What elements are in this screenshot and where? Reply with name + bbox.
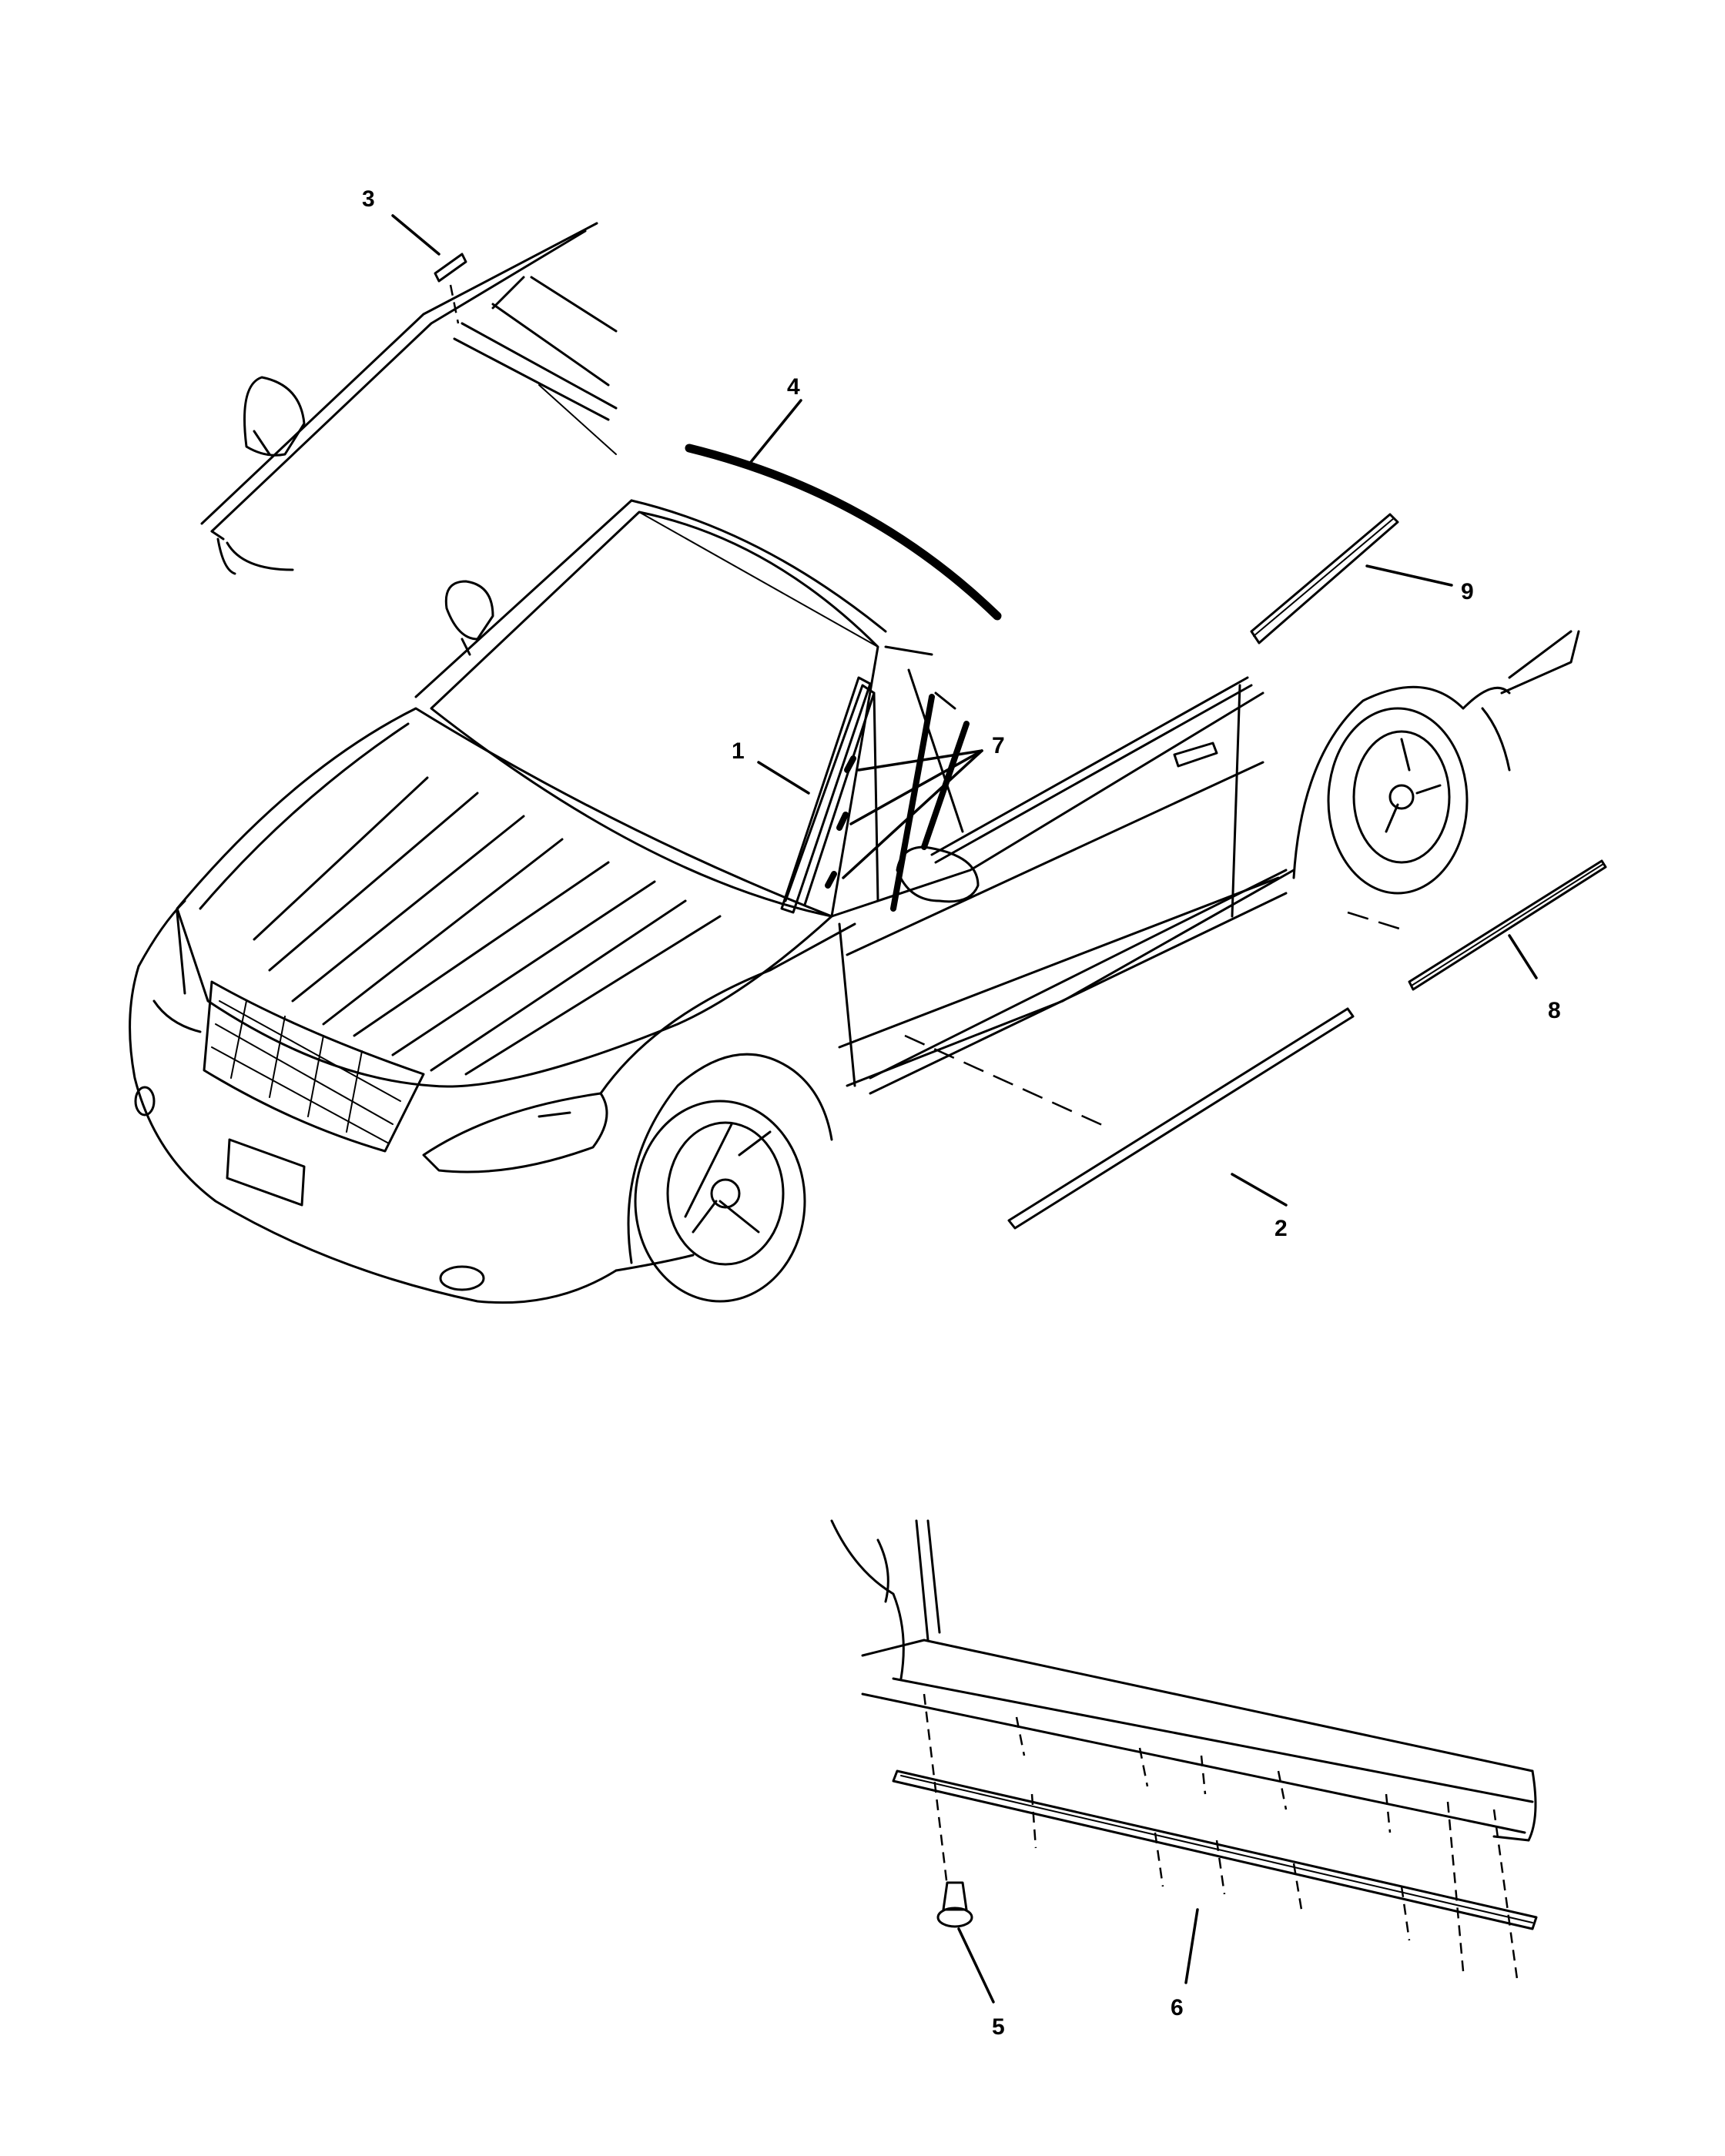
callout-6: 6 <box>1171 1995 1184 2020</box>
leader-4 <box>749 399 802 464</box>
part-7-clip-a <box>844 755 856 773</box>
callout-9: 9 <box>1461 579 1474 604</box>
callout-1: 1 <box>732 738 745 764</box>
leader-5 <box>957 1927 995 2004</box>
part-4-roof-molding <box>685 444 1002 621</box>
part-2-door-molding <box>1007 1007 1355 1230</box>
callout-4: 4 <box>787 374 800 400</box>
leader-1 <box>757 761 810 795</box>
part-7-clip-b <box>836 812 849 831</box>
leader-8 <box>1508 934 1538 979</box>
callout-2: 2 <box>1274 1216 1288 1241</box>
leader-7a <box>857 749 983 772</box>
callout-5: 5 <box>992 2014 1005 2040</box>
leader-3 <box>391 214 440 256</box>
part-6-rocker-molding <box>892 1769 1538 1930</box>
part-3-clip <box>434 253 467 283</box>
part-5-fastener <box>942 1881 968 1911</box>
leader-7b <box>849 749 983 825</box>
part-7-clip-c <box>825 871 837 889</box>
part-1-pillar-molding <box>780 676 872 914</box>
leader-7c <box>842 749 983 879</box>
callout-8: 8 <box>1548 998 1561 1023</box>
leader-2 <box>1231 1173 1288 1207</box>
part-8-molding <box>1408 859 1607 991</box>
license-plate <box>226 1138 306 1207</box>
leader-6 <box>1184 1908 1199 1984</box>
part-9-molding <box>1250 513 1399 644</box>
rocker-detail-view <box>830 1519 1538 1980</box>
leader-9 <box>1365 564 1453 587</box>
callout-3: 3 <box>362 186 375 212</box>
callout-7: 7 <box>992 733 1005 758</box>
windshield-detail-view <box>200 222 618 575</box>
vehicle-main-view <box>129 499 1580 1304</box>
